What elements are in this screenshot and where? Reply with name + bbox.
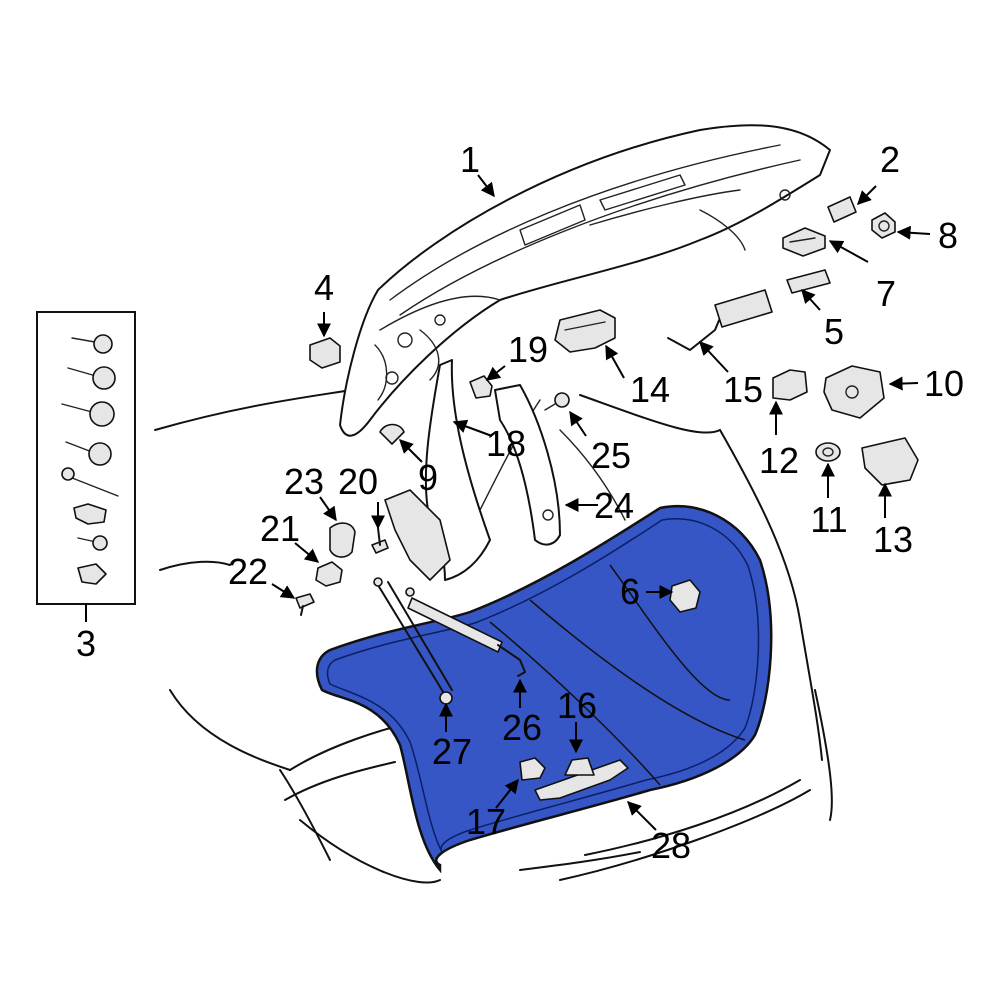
bracket-part-7[interactable] xyxy=(782,227,826,257)
striker-part-16[interactable] xyxy=(534,757,629,801)
lock-actuator-part-14[interactable] xyxy=(554,309,616,353)
clip-part-19[interactable] xyxy=(469,375,493,399)
callout-labels: 1 2 8 7 5 4 19 14 15 10 18 9 25 12 11 13… xyxy=(76,139,964,866)
callout-28: 28 xyxy=(651,825,691,866)
callout-12: 12 xyxy=(759,440,799,481)
leader-lines xyxy=(85,174,931,831)
callout-11: 11 xyxy=(810,499,847,540)
hardware-kit-box[interactable] xyxy=(36,311,136,605)
hinge-part-24[interactable] xyxy=(494,384,561,546)
bolt-icon-2 xyxy=(67,366,116,390)
hinge-bracket xyxy=(384,489,451,581)
bolt-icon-4 xyxy=(65,441,112,466)
callout-15: 15 xyxy=(723,369,763,410)
bumper-part-6[interactable] xyxy=(669,579,701,613)
screw-part-22[interactable] xyxy=(295,593,315,616)
trunk-latch-part-10[interactable] xyxy=(823,365,885,419)
callout-25: 25 xyxy=(591,435,631,476)
callout-27: 27 xyxy=(432,731,472,772)
callout-20: 20 xyxy=(338,461,378,502)
callout-24: 24 xyxy=(594,485,634,526)
callout-5: 5 xyxy=(824,311,844,352)
callout-22: 22 xyxy=(228,551,268,592)
bolt-icon-3 xyxy=(61,401,115,427)
trunk-weatherstrip-seal[interactable] xyxy=(315,505,773,874)
trim-clip-part-5[interactable] xyxy=(786,269,831,294)
callout-9: 9 xyxy=(418,457,438,498)
gas-strut-part-27[interactable] xyxy=(373,577,453,705)
nut-part-21[interactable] xyxy=(315,561,343,587)
bumper-part-23[interactable] xyxy=(329,522,356,558)
switch-part-12[interactable] xyxy=(772,369,808,401)
callout-26: 26 xyxy=(502,707,542,748)
bolt-part-25[interactable] xyxy=(544,392,570,411)
trunk-lid[interactable] xyxy=(339,124,831,437)
callout-13: 13 xyxy=(873,519,913,560)
callout-1: 1 xyxy=(460,139,480,180)
callout-14: 14 xyxy=(630,369,670,410)
bumper-pad-part-2[interactable] xyxy=(827,196,857,223)
clip-nut-icon xyxy=(73,503,107,525)
bolt-part-20[interactable] xyxy=(371,527,389,554)
callout-3: 3 xyxy=(76,623,96,664)
plug-part-9[interactable] xyxy=(379,423,405,445)
screw-icon xyxy=(77,535,108,551)
clip-icon xyxy=(77,563,107,585)
bumper-part-4[interactable] xyxy=(309,337,341,369)
callout-7: 7 xyxy=(876,273,896,314)
bumper-part-17[interactable] xyxy=(519,757,546,781)
callout-4: 4 xyxy=(314,267,334,308)
callout-19: 19 xyxy=(508,329,548,370)
callout-21: 21 xyxy=(260,508,300,549)
callout-2: 2 xyxy=(880,139,900,180)
rivet-icon xyxy=(61,467,119,497)
callout-18: 18 xyxy=(486,423,526,464)
handle-part-13[interactable] xyxy=(861,437,919,486)
callout-10: 10 xyxy=(924,363,964,404)
callout-17: 17 xyxy=(466,801,506,842)
grommet-part-11[interactable] xyxy=(815,442,841,462)
callout-6: 6 xyxy=(620,571,640,612)
callout-16: 16 xyxy=(557,685,597,726)
bumper-part-8[interactable] xyxy=(871,212,896,239)
bolt-icon-1 xyxy=(71,334,113,354)
callout-8: 8 xyxy=(938,215,958,256)
callout-23: 23 xyxy=(284,461,324,502)
release-cable-part-15[interactable] xyxy=(667,289,773,351)
torsion-rod-part-26[interactable] xyxy=(405,587,526,677)
